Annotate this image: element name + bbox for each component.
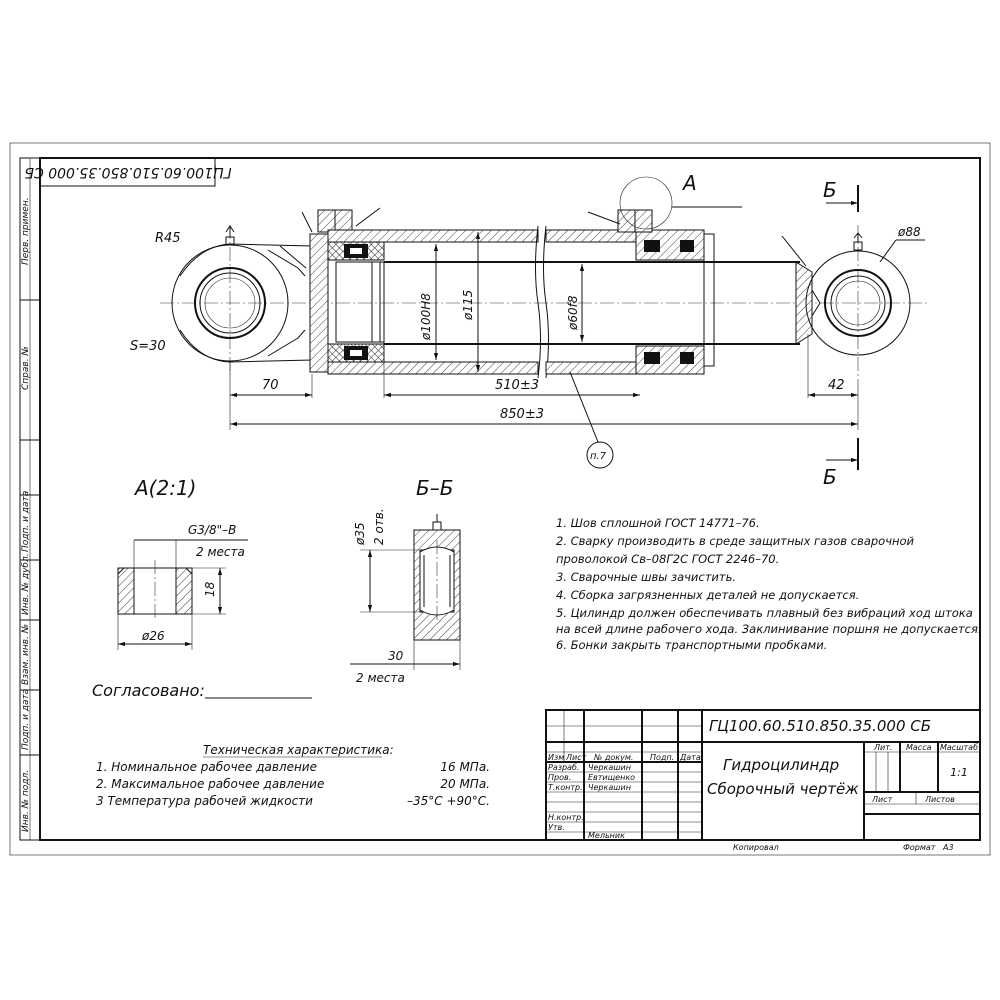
note-line-6: 5. Цилиндр должен обеспечивать плавный б…	[556, 606, 973, 620]
technical-notes: 1. Шов сплошной ГОСТ 14771–76. 2. Сварку…	[556, 516, 982, 652]
label-section-b-bottom: Б	[823, 465, 837, 489]
note-line-5: 4. Сборка загрязненных деталей не допуск…	[556, 588, 859, 602]
side-label-inv-podl: Инв. № подл.	[21, 770, 31, 832]
name-prov: Евтищенко	[588, 773, 635, 782]
detail-a-height: 18	[203, 581, 217, 597]
detail-a-diameter: ø26	[141, 629, 165, 643]
tech-row-2-label: 2. Максимальное рабочее давление	[96, 777, 324, 791]
footer-copied: Копировал	[733, 843, 779, 852]
label-dim-42: 42	[828, 378, 845, 393]
row-prov: Пров.	[548, 773, 571, 782]
main-view-labels: R45 S=30 А Б Б ø100H8 ø115 ø60f8 ø88 70 …	[130, 171, 921, 489]
side-label-perv-primen: Перв. примен.	[21, 197, 31, 265]
head-izm: Изм	[548, 753, 564, 762]
section-bb-title: Б–Б	[416, 476, 453, 500]
section-bb-width: 30	[388, 649, 404, 663]
section-bb-qty: 2 места	[356, 671, 405, 685]
row-razrab: Разраб.	[548, 763, 579, 772]
name-razrab: Черкашин	[588, 763, 631, 772]
title-name-line2: Сборочный чертёж	[707, 780, 859, 798]
tech-row-1-value: 16 МПа.	[440, 760, 490, 774]
footer-format-label: Формат	[903, 843, 936, 852]
section-bb-diameter: ø35	[353, 522, 367, 546]
label-note-ref: п.7	[590, 451, 607, 462]
head-lit: Лит.	[873, 743, 892, 752]
note-line-7: на всей длине рабочего хода. Заклинивани…	[556, 622, 982, 636]
side-label-inv-dubl: Инв. № дубл.	[21, 553, 31, 615]
label-dim-850: 850±3	[500, 407, 544, 422]
label-r45: R45	[155, 231, 181, 246]
name-utv: Мельник	[588, 831, 625, 840]
tech-row-3-label: 3 Температура рабочей жидкости	[96, 794, 313, 808]
tech-row-3-value: –35°С +90°С.	[407, 794, 490, 808]
side-label-podp-data-2: Подп. и дата	[21, 689, 31, 750]
head-sheet: Лист	[871, 795, 893, 804]
title-code: ГЦ100.60.510.850.35.000 СБ	[709, 717, 931, 735]
detail-a: А(2:1) G3/8"–B 2 места 18 ø26	[117, 476, 248, 650]
tech-row-2-value: 20 МПа.	[440, 777, 490, 791]
detail-a-title: А(2:1)	[133, 476, 196, 500]
head-sheets: Листов	[924, 795, 955, 804]
title-name-line1: Гидроцилиндр	[723, 756, 839, 774]
scale-value: 1:1	[950, 766, 968, 779]
note-line-3: проволокой Св–08Г2С ГОСТ 2246–70.	[556, 552, 779, 566]
label-section-b-top: Б	[823, 178, 837, 202]
row-tkontr: Т.контр.	[548, 783, 583, 792]
side-label-podp-data-1: Подп. и дата	[21, 491, 31, 552]
label-d-rod: ø60f8	[566, 295, 580, 331]
note-ref-bubble	[586, 441, 614, 469]
note-line-8: 6. Бонки закрыть транспортными пробками.	[556, 638, 827, 652]
section-bb-holes: 2 отв.	[372, 508, 386, 545]
rotated-stamp: ГЦ100.60.510.850.35.000 СБ	[24, 157, 232, 187]
footer-format-value: А3	[942, 843, 954, 852]
label-dim-510: 510±3	[495, 378, 539, 393]
head-podp: Подп.	[650, 753, 674, 762]
head-massa: Масса	[906, 743, 932, 752]
rotated-stamp-code: ГЦ100.60.510.850.35.000 СБ	[24, 164, 231, 180]
cylinder-main-view	[160, 176, 930, 470]
detail-a-qty: 2 места	[196, 545, 245, 559]
label-view-a: А	[681, 171, 697, 195]
head-list: Лист	[565, 753, 587, 762]
head-masshtab: Масштаб	[940, 743, 978, 752]
label-d-outer: ø115	[461, 290, 475, 321]
note-line-2: 2. Сварку производить в среде защитных г…	[556, 534, 915, 548]
section-bb: Б–Б ø35 2 отв. 30 2 места	[350, 476, 461, 685]
row-nkontr: Н.контр.	[548, 813, 584, 822]
sheet-footer: Копировал Формат А3	[733, 843, 954, 852]
tech-title: Техническая характеристика:	[203, 743, 394, 757]
detail-a-thread: G3/8"–B	[188, 523, 236, 537]
side-label-sprav-no: Справ. №	[21, 346, 31, 390]
agreed-label: Согласовано:	[92, 681, 205, 700]
sheet-frame	[9, 142, 991, 856]
note-line-1: 1. Шов сплошной ГОСТ 14771–76.	[556, 516, 760, 530]
note-line-4: 3. Сварочные швы зачистить.	[556, 570, 736, 584]
row-utv: Утв.	[548, 823, 565, 832]
side-label-vzam-inv: Взам. инв. №	[21, 624, 31, 685]
tech-characteristics: Техническая характеристика: 1. Номинальн…	[96, 743, 490, 808]
head-date: Дата	[679, 753, 701, 762]
label-s30: S=30	[130, 339, 166, 354]
side-strip-labels: Перв. примен. Справ. № Подп. и дата Инв.…	[21, 197, 31, 832]
title-block: ГЦ100.60.510.850.35.000 СБ Гидроцилиндр …	[545, 709, 981, 841]
name-tkontr: Черкашин	[588, 783, 631, 792]
head-doc: № докум.	[593, 753, 633, 762]
label-d-eye: ø88	[897, 225, 921, 239]
label-d-bore: ø100H8	[419, 293, 433, 341]
agreed-block: Согласовано:	[92, 681, 312, 700]
label-dim-70: 70	[262, 378, 279, 393]
tech-row-1-label: 1. Номинальное рабочее давление	[96, 760, 317, 774]
